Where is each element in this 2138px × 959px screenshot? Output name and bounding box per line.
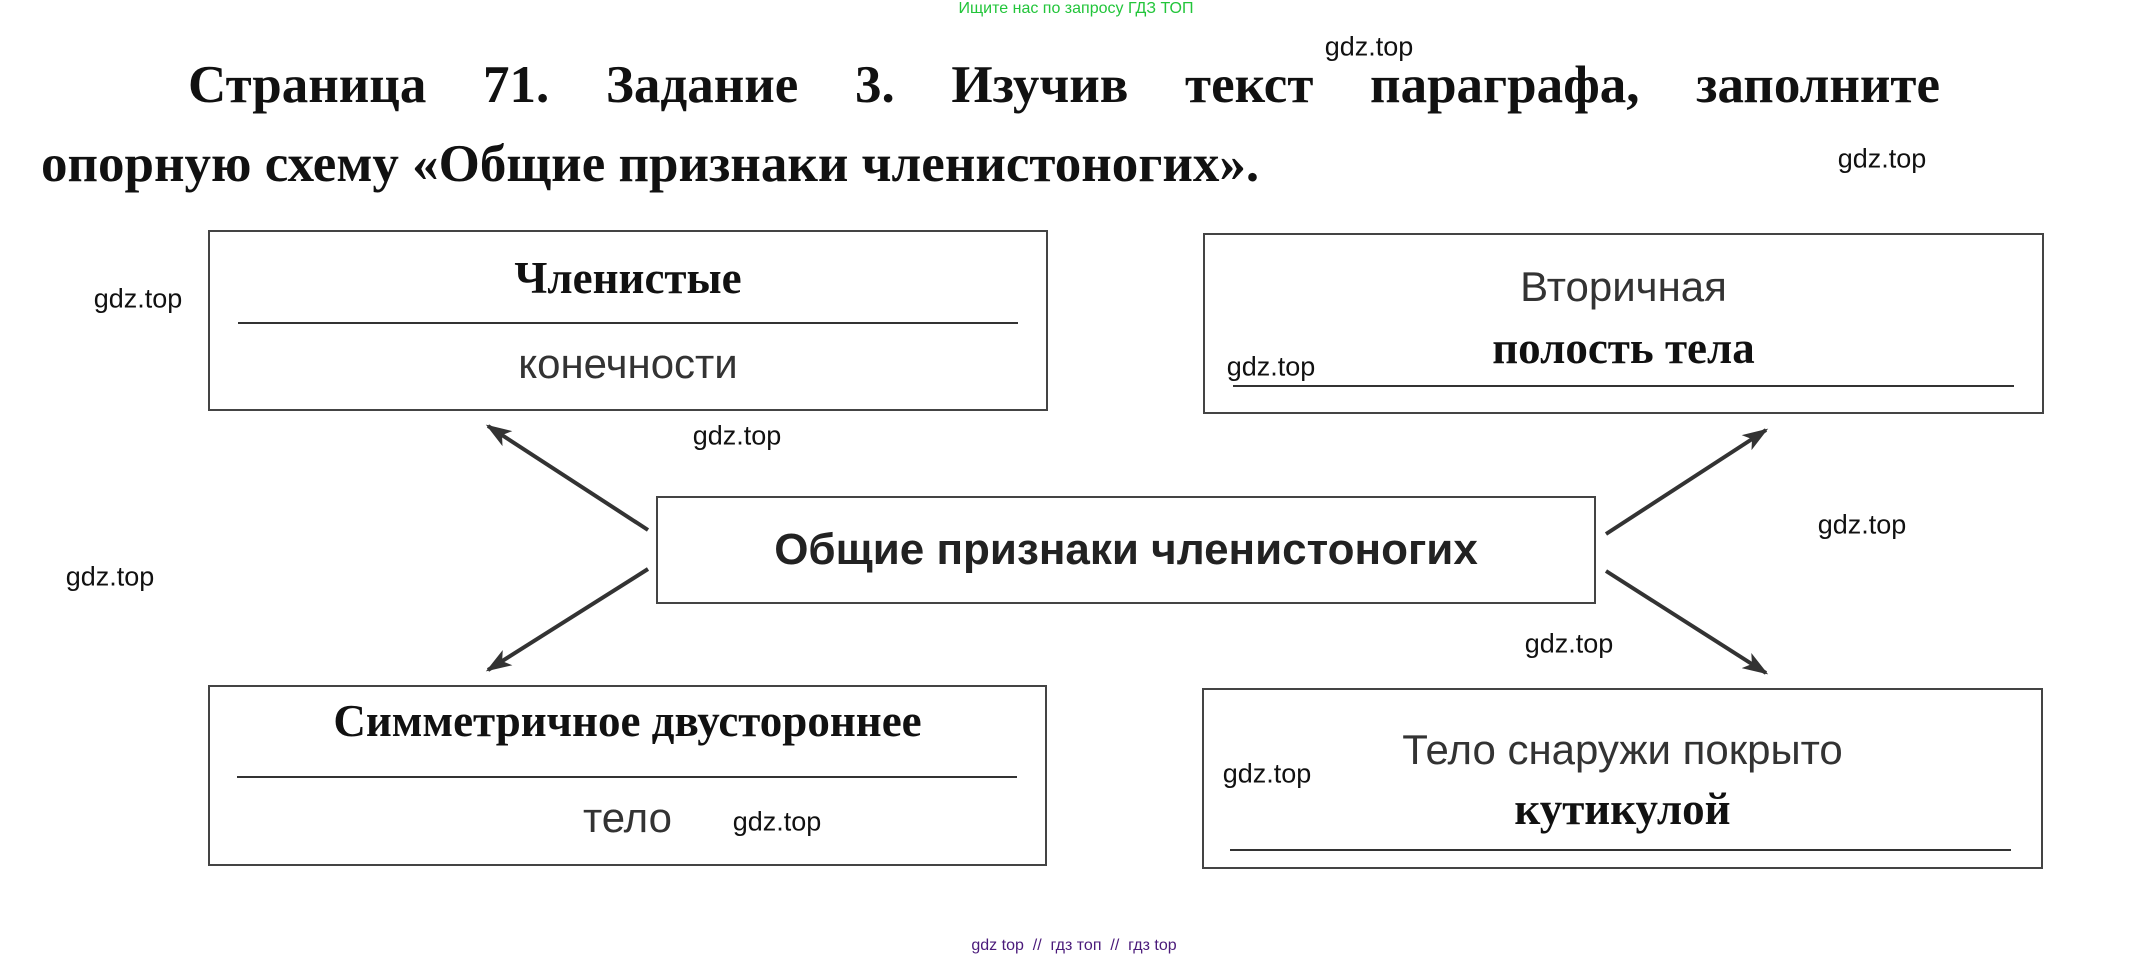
- watermark: gdz.top: [93, 283, 183, 314]
- answer-line: [238, 322, 1018, 324]
- arrow-top-left: [485, 424, 650, 532]
- footer-watermark: gdz top // гдз топ // гдз top: [971, 937, 1177, 954]
- watermark: gdz.top: [732, 806, 822, 837]
- printed-top-left: конечности: [518, 340, 738, 387]
- printed-bottom-right: Тело снаружи покрыто: [1402, 726, 1843, 773]
- answer-top-left: Членистые: [514, 253, 742, 303]
- watermark: gdz.top: [1524, 628, 1614, 659]
- watermark: gdz.top: [1837, 143, 1927, 174]
- box-bottom-left: [208, 685, 1047, 866]
- box-top-left: [208, 230, 1048, 411]
- task-title-line1: Страница 71. Задание 3. Изучив текст пар…: [188, 56, 1940, 114]
- watermark: gdz.top: [1817, 509, 1907, 540]
- answer-line: [237, 776, 1017, 778]
- arrow-top-right: [1604, 428, 1769, 536]
- center-box: Общие признаки членистоногих: [656, 496, 1596, 604]
- center-label: Общие признаки членистоногих: [774, 525, 1478, 574]
- watermark: gdz.top: [65, 561, 155, 592]
- watermark: gdz.top: [1222, 758, 1312, 789]
- answer-line: [1230, 849, 2011, 851]
- watermark: gdz.top: [1226, 351, 1316, 382]
- watermark: gdz.top: [1324, 31, 1414, 62]
- box-bottom-right: [1202, 688, 2043, 869]
- printed-bottom-left: тело: [582, 794, 673, 841]
- answer-bottom-right: кутикулой: [1514, 784, 1731, 834]
- arrow-bottom-right: [1604, 569, 1769, 675]
- arrow-bottom-left: [485, 567, 650, 672]
- printed-top-right: Вторичная: [1520, 263, 1727, 310]
- box-top-right: [1203, 233, 2044, 414]
- answer-bottom-left: Симметричное двустороннее: [333, 696, 922, 746]
- answer-line: [1233, 385, 2014, 387]
- answer-top-right: полость тела: [1492, 323, 1755, 373]
- task-title-line2: опорную схему «Общие признаки членистоно…: [41, 135, 1260, 193]
- watermark: gdz.top: [692, 420, 782, 451]
- search-hint: Ищите нас по запросу ГДЗ ТОП: [958, 0, 1194, 17]
